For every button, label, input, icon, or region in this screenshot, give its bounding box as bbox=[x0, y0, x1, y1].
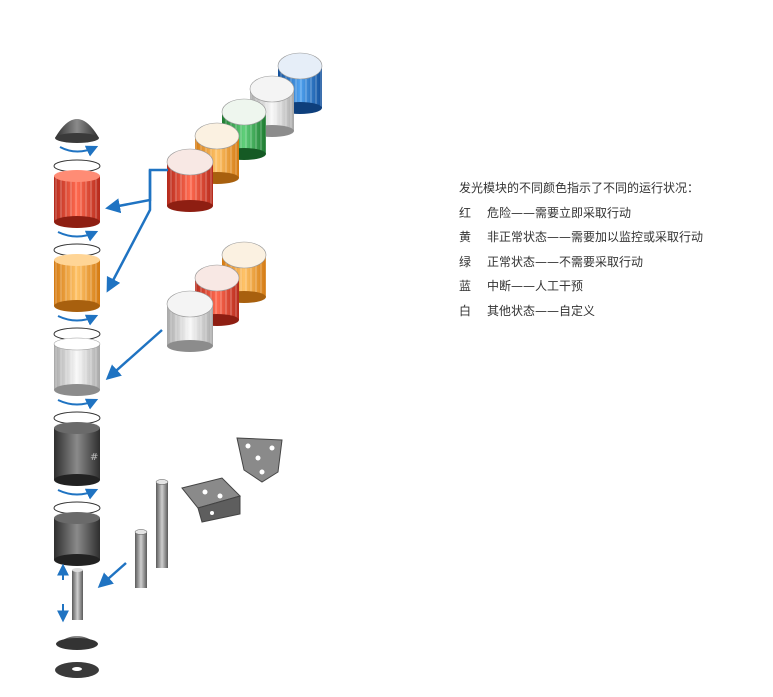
pole-short bbox=[134, 529, 148, 588]
legend-item-blue: 蓝中断——人工干预 bbox=[459, 274, 759, 299]
legend-color-label: 黄 bbox=[459, 230, 472, 245]
orange-light-module-row bbox=[194, 122, 240, 184]
legend-description: 正常状态——不需要采取行动 bbox=[487, 254, 644, 269]
legend-item-red: 红危险——需要立即采取行动 bbox=[459, 201, 759, 226]
extension-poles bbox=[134, 479, 169, 588]
legend-item-yellow: 黄非正常状态——需要加以监控或采取行动 bbox=[459, 225, 759, 250]
white-light-module-2 bbox=[166, 290, 214, 352]
wall-plate-bracket bbox=[236, 437, 283, 483]
color-module-group-2 bbox=[166, 241, 267, 352]
connector-arrows bbox=[97, 168, 168, 588]
red-light-module bbox=[53, 159, 101, 242]
svg-text:#: # bbox=[90, 452, 98, 463]
white-light-module bbox=[53, 327, 101, 410]
dome-cap bbox=[55, 119, 99, 157]
legend-color-label: 红 bbox=[459, 205, 472, 220]
arrow-to-white-slot bbox=[105, 329, 163, 380]
legend-color-label: 绿 bbox=[459, 254, 472, 269]
tower-assembly: # bbox=[53, 119, 101, 678]
mounting-base bbox=[55, 636, 99, 678]
legend-color-label: 蓝 bbox=[459, 279, 472, 294]
color-module-row bbox=[166, 52, 323, 212]
pole-long bbox=[155, 479, 169, 568]
short-pole bbox=[57, 563, 83, 623]
base-module bbox=[53, 501, 101, 566]
legend-description: 中断——人工干预 bbox=[487, 279, 584, 294]
legend-description: 其他状态——自定义 bbox=[487, 303, 596, 318]
yellow-light-module bbox=[53, 243, 101, 326]
arrow-to-red-slot bbox=[105, 170, 152, 214]
legend-color-label: 白 bbox=[459, 303, 472, 318]
legend-description: 危险——需要立即采取行动 bbox=[487, 205, 632, 220]
legend-item-white: 白其他状态——自定义 bbox=[459, 299, 759, 324]
legend-item-green: 绿正常状态——不需要采取行动 bbox=[459, 250, 759, 275]
buzzer-module: # bbox=[53, 411, 101, 500]
red-light-module-row bbox=[166, 148, 214, 212]
legend-description: 非正常状态——需要加以监控或采取行动 bbox=[487, 230, 704, 245]
arrow-to-pole bbox=[97, 562, 127, 588]
angle-bracket bbox=[181, 477, 241, 523]
mounting-brackets bbox=[181, 437, 283, 523]
arrow-to-yellow-slot bbox=[106, 168, 168, 293]
legend-title: 发光模块的不同颜色指示了不同的运行状况： bbox=[459, 181, 700, 195]
status-legend: 发光模块的不同颜色指示了不同的运行状况： 红危险——需要立即采取行动 黄非正常状… bbox=[459, 176, 759, 324]
